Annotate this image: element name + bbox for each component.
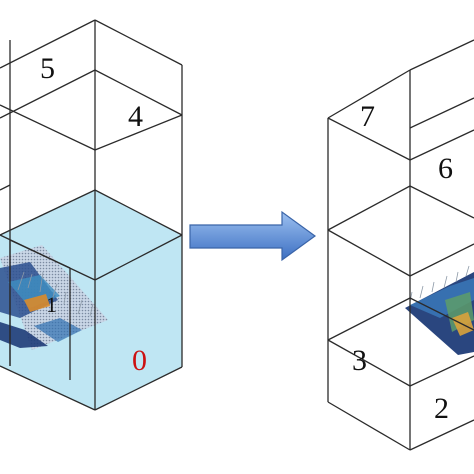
octant-label-0: 0 — [132, 344, 147, 377]
octant-label-2: 2 — [434, 392, 449, 425]
octant-label-5: 5 — [40, 52, 55, 85]
highlight-top-face — [0, 190, 182, 280]
octant-label-1: 1 — [46, 292, 57, 317]
transition-arrow — [189, 210, 317, 262]
left-cube-wireframe — [0, 19, 183, 411]
right-cube-wireframe — [327, 39, 474, 451]
octant-label-3: 3 — [352, 344, 367, 377]
terrain-point-cloud-right — [405, 265, 474, 355]
right-arrow-icon — [189, 210, 317, 262]
left-cube: 5 4 1 0 — [0, 19, 183, 411]
right-cube: 7 6 3 2 — [327, 39, 474, 451]
octant-label-4: 4 — [128, 100, 143, 133]
octant-label-6: 6 — [438, 152, 453, 185]
octant-label-7: 7 — [360, 100, 375, 133]
highlight-front-face — [95, 235, 182, 410]
